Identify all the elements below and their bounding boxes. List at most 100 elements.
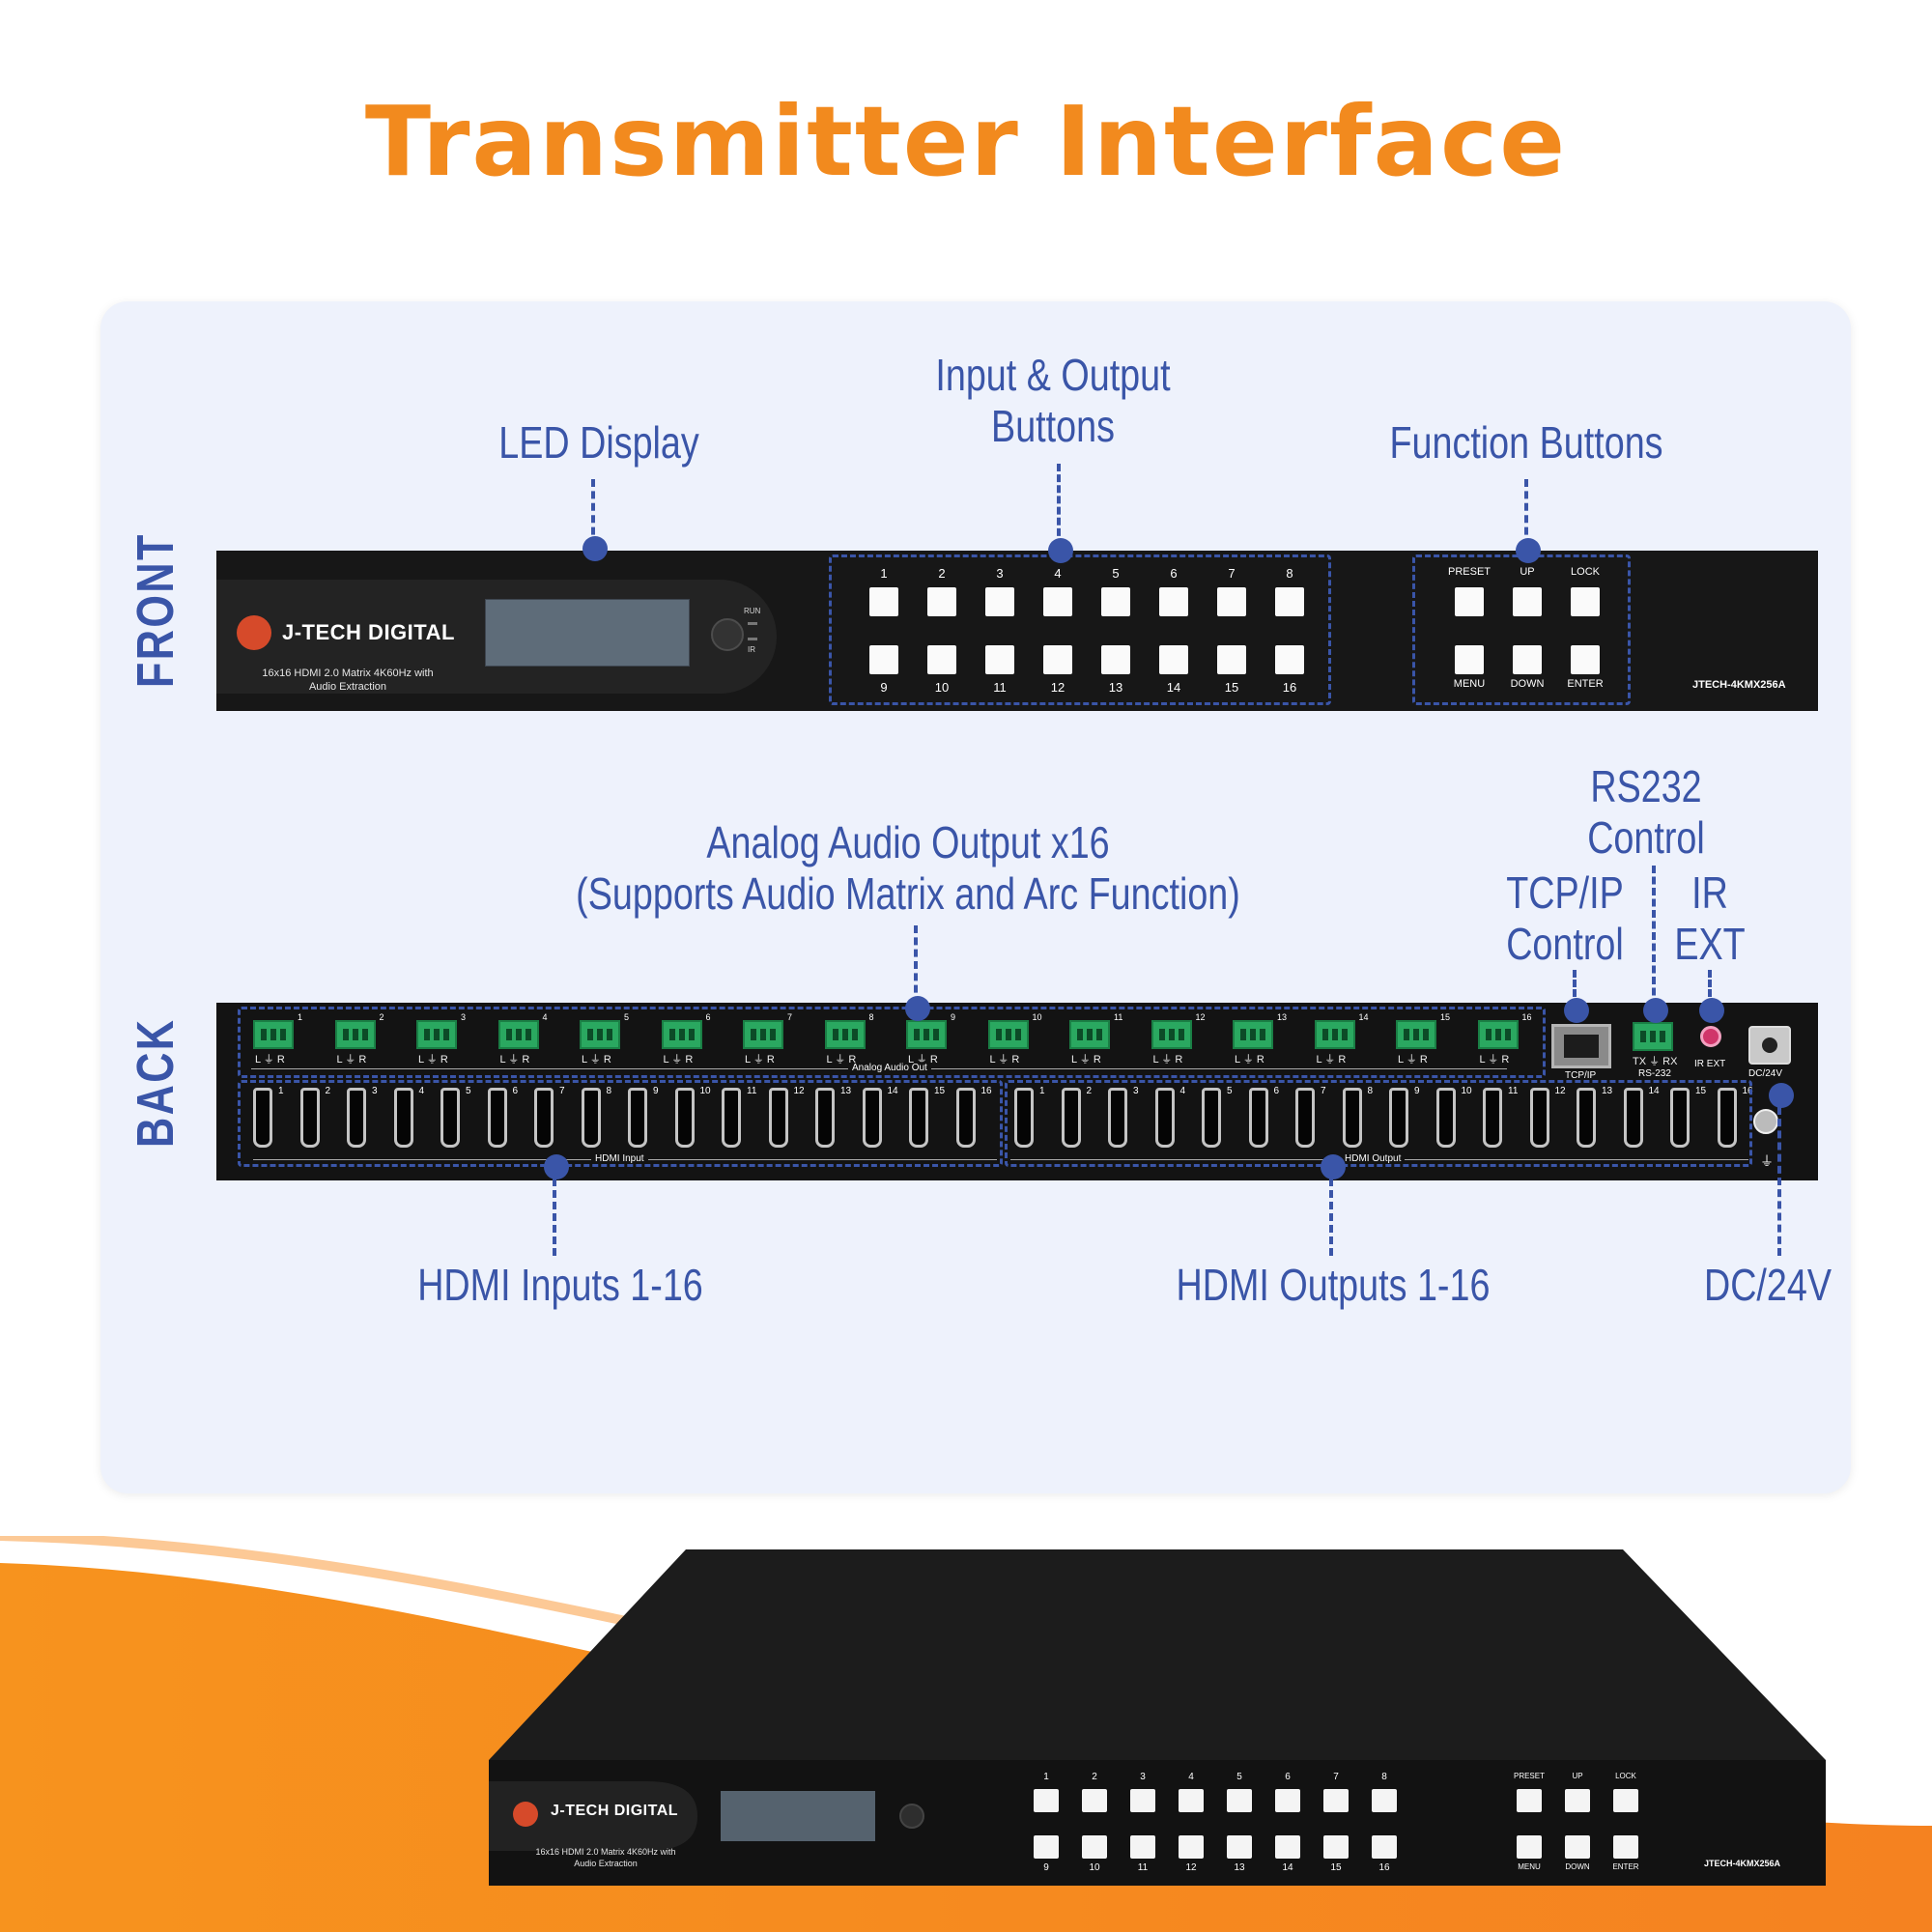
io-button[interactable]	[1101, 587, 1130, 616]
io-button[interactable]	[1043, 645, 1072, 674]
product-function-button-label: LOCK	[1615, 1772, 1636, 1780]
io-button[interactable]	[985, 587, 1014, 616]
function-button[interactable]	[1513, 645, 1542, 674]
audio-pin-label: L ⏚ R	[499, 1054, 530, 1065]
product-io-button	[1179, 1835, 1204, 1859]
ir-label: IR	[748, 645, 755, 654]
audio-terminal-number: 13	[1277, 1012, 1288, 1022]
product-function-button	[1517, 1835, 1542, 1859]
ir-ext-marker	[1699, 998, 1724, 1023]
hdmi-input-number: 9	[653, 1086, 659, 1096]
audio-terminal-number: 9	[951, 1012, 956, 1022]
audio-pin-label: L ⏚ R	[336, 1054, 367, 1065]
hdmi-input-number: 11	[747, 1086, 757, 1096]
diagram-panel	[100, 301, 1851, 1493]
io-button-label: 8	[1286, 566, 1293, 581]
front-side-label: FRONT	[127, 532, 185, 688]
audio-terminal-number: 15	[1440, 1012, 1451, 1022]
io-button[interactable]	[1217, 587, 1246, 616]
function-button[interactable]	[1571, 587, 1600, 616]
hdmi-output-port	[1342, 1088, 1362, 1148]
function-button-label: DOWN	[1510, 678, 1545, 690]
product-function-button	[1517, 1789, 1542, 1812]
product-io-button-label: 2	[1092, 1772, 1097, 1782]
rs232-terminal	[1633, 1022, 1673, 1051]
function-button[interactable]	[1455, 645, 1484, 674]
hdmi-output-port	[1529, 1088, 1549, 1148]
io-button[interactable]	[1101, 645, 1130, 674]
dc-leader	[1777, 1107, 1781, 1256]
io-button-label: 11	[993, 680, 1007, 695]
function-button[interactable]	[1455, 587, 1484, 616]
device-product-photo	[489, 1549, 1826, 1886]
hdmi-input-port	[628, 1088, 647, 1148]
hdmi-output-number: 8	[1367, 1086, 1374, 1096]
product-io-button-label: 16	[1378, 1862, 1390, 1873]
audio-terminal	[1314, 1020, 1355, 1049]
function-button[interactable]	[1513, 587, 1542, 616]
hdmi-output-port	[1483, 1088, 1502, 1148]
hdmi-output-number: 3	[1133, 1086, 1139, 1096]
dc-callout: DC/24V	[1703, 1260, 1833, 1310]
product-io-button	[1323, 1789, 1349, 1812]
audio-terminal	[661, 1020, 702, 1049]
audio-terminal	[824, 1020, 866, 1049]
io-button[interactable]	[927, 645, 956, 674]
io-buttons-marker	[1048, 538, 1073, 563]
product-io-button-label: 7	[1333, 1772, 1339, 1782]
hdmi-input-label: HDMI Input	[591, 1153, 648, 1164]
io-button[interactable]	[1217, 645, 1246, 674]
audio-pin-label: L ⏚ R	[418, 1054, 448, 1065]
product-io-button	[1227, 1835, 1252, 1859]
io-button-label: 9	[880, 680, 888, 695]
io-button[interactable]	[1275, 587, 1304, 616]
hdmi-output-highlight	[1005, 1080, 1752, 1167]
product-io-button	[1034, 1835, 1059, 1859]
audio-terminal-number: 2	[379, 1012, 384, 1022]
ir-ext-port-label: IR EXT	[1694, 1059, 1726, 1069]
audio-terminal	[1396, 1020, 1436, 1049]
ir-sensor-knob	[711, 618, 744, 651]
io-button[interactable]	[869, 587, 898, 616]
io-button[interactable]	[1275, 645, 1304, 674]
io-button[interactable]	[1043, 587, 1072, 616]
hdmi-outputs-leader	[1329, 1179, 1333, 1256]
tcpip-leader	[1573, 970, 1577, 1007]
audio-terminal-number: 11	[1114, 1012, 1123, 1022]
tcpip-callout: TCP/IP Control	[1506, 867, 1624, 969]
io-button[interactable]	[869, 645, 898, 674]
product-io-button-label: 12	[1185, 1862, 1197, 1873]
dc-power-jack	[1748, 1026, 1791, 1065]
io-button[interactable]	[1159, 587, 1188, 616]
product-io-button-label: 3	[1140, 1772, 1146, 1782]
product-function-button	[1613, 1789, 1638, 1812]
product-io-button-label: 1	[1043, 1772, 1049, 1782]
io-button[interactable]	[985, 645, 1014, 674]
io-button[interactable]	[927, 587, 956, 616]
audio-terminal-number: 1	[298, 1012, 303, 1022]
hdmi-output-port	[1154, 1088, 1175, 1148]
product-brand-name: J-TECH DIGITAL	[551, 1803, 679, 1819]
hdmi-input-port	[487, 1088, 507, 1148]
product-io-button	[1323, 1835, 1349, 1859]
product-function-button-label: MENU	[1518, 1862, 1541, 1871]
hdmi-input-port	[674, 1088, 695, 1148]
hdmi-output-number: 5	[1227, 1086, 1233, 1096]
brand-name: J-TECH DIGITAL	[282, 620, 455, 644]
product-function-button-label: DOWN	[1565, 1862, 1590, 1871]
function-buttons-callout: Function Buttons	[1389, 417, 1663, 468]
function-button[interactable]	[1571, 645, 1600, 674]
product-io-button-label: 14	[1282, 1862, 1293, 1873]
hdmi-input-port	[768, 1088, 788, 1148]
io-button[interactable]	[1159, 645, 1188, 674]
audio-pin-label: L ⏚ R	[1316, 1054, 1347, 1065]
product-io-button-label: 8	[1381, 1772, 1387, 1782]
ir-ext-leader	[1708, 970, 1712, 1007]
hdmi-input-port	[440, 1088, 460, 1148]
dc-port-label: DC/24V	[1748, 1068, 1783, 1079]
audio-terminal-number: 7	[787, 1012, 793, 1022]
product-io-button-label: 10	[1089, 1862, 1100, 1873]
hdmi-input-number: 12	[793, 1086, 805, 1096]
product-io-button-label: 13	[1234, 1862, 1245, 1873]
function-button-label: LOCK	[1571, 566, 1600, 578]
